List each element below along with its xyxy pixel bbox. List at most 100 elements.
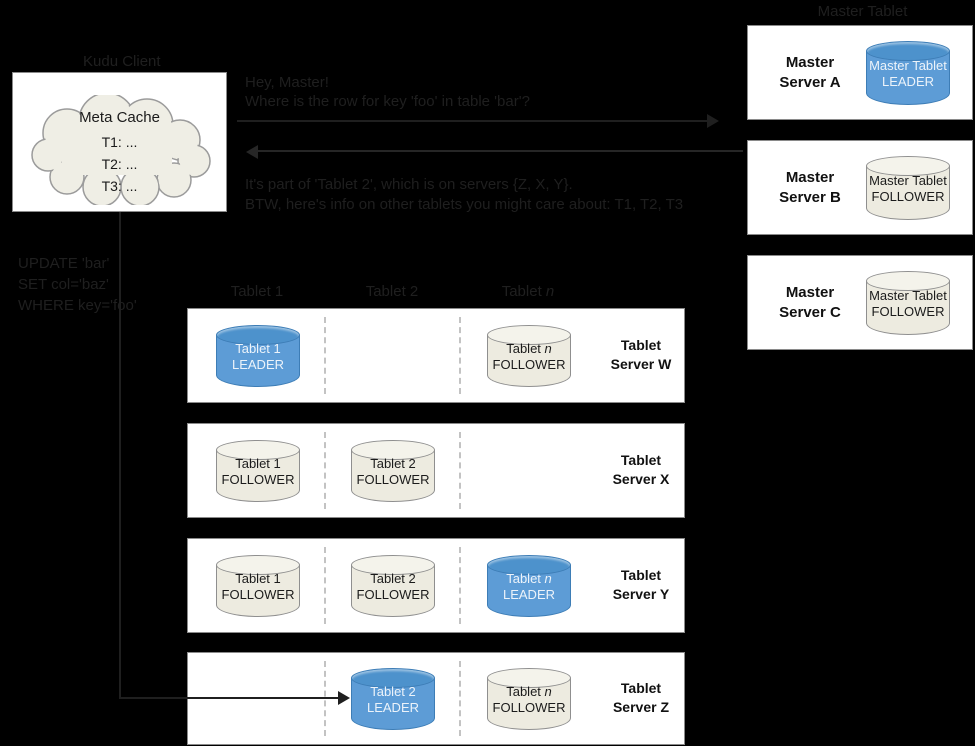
column-header-text: Tablet 2	[365, 283, 419, 300]
server-name-line1: Tablet	[620, 567, 662, 583]
server-name-line2: Server Z	[612, 699, 670, 715]
server-name-line1: Master	[785, 54, 835, 71]
dashed-divider	[324, 317, 326, 394]
tablet-name: Tablet 1	[235, 341, 281, 356]
cylinder-top	[351, 555, 435, 575]
server-name-line2: Server A	[779, 74, 841, 91]
master-tablet-header: Master Tablet	[817, 3, 908, 20]
cylinder-body	[351, 450, 435, 502]
tablet-role: FOLLOWER	[871, 304, 945, 319]
tablet-role: FOLLOWER	[221, 472, 295, 487]
server-name-line2: Server W	[610, 356, 672, 372]
request-arrow-head	[707, 114, 719, 128]
tablet-role: FOLLOWER	[492, 700, 566, 715]
server-name-line1: Tablet	[620, 680, 662, 696]
tablet-name: Tablet 2	[370, 456, 416, 471]
response-line1: It's part of 'Tablet 2', which is on ser…	[245, 176, 573, 193]
tablet-name: Master Tablet	[869, 288, 947, 303]
tablet-role: FOLLOWER	[356, 472, 430, 487]
server-name-line2: Server Y	[612, 586, 670, 602]
server-name-line1: Tablet	[620, 452, 662, 468]
tablet-name: Tablet 2	[370, 571, 416, 586]
cylinder-top	[216, 325, 300, 345]
meta-cache-cloud	[31, 95, 211, 205]
response-line2: BTW, here's info on other tablets you mi…	[245, 196, 684, 213]
response-arrow-line	[258, 150, 743, 152]
tablet-name-italic: n	[544, 571, 552, 586]
client-box: Meta Cache T1: ... T2: ... T3: ...	[12, 72, 227, 212]
update-sql: UPDATE 'bar' SET col='baz' WHERE key='fo…	[18, 255, 137, 314]
tablet-name-italic: n	[544, 341, 552, 356]
column-header-tablet-1: Tablet 1	[217, 283, 297, 300]
tablet-name-italic: n	[544, 684, 552, 699]
request-line2: Where is the row for key 'foo' in table …	[245, 93, 530, 110]
request-arrow-line	[237, 120, 707, 122]
cylinder-top	[351, 440, 435, 460]
tablet-name: Tablet	[506, 341, 545, 356]
tablet-role: FOLLOWER	[492, 357, 566, 372]
response-arrow-head	[246, 145, 258, 159]
tablet-name: Master Tablet	[869, 58, 947, 73]
dashed-divider	[324, 432, 326, 509]
cylinder-top	[866, 41, 950, 61]
tablet-name: Tablet	[506, 571, 545, 586]
column-header-tablet-2: Tablet 2	[352, 283, 432, 300]
dashed-divider	[459, 661, 461, 736]
tablet-role: FOLLOWER	[356, 587, 430, 602]
cylinder-top	[487, 668, 571, 688]
cylinder-top	[216, 555, 300, 575]
tablet-role: LEADER	[881, 74, 935, 89]
column-header-text: Tablet	[501, 283, 546, 300]
update-arrow-vertical	[119, 212, 121, 699]
tablet-name: Tablet 1	[235, 456, 281, 471]
update-arrow-line	[119, 697, 341, 699]
client-title: Kudu Client	[83, 53, 161, 70]
server-name-line2: Server C	[779, 304, 841, 321]
cylinder-top	[351, 668, 435, 688]
meta-cache-title: Meta Cache	[79, 109, 160, 126]
meta-cache-entries: T1: ... T2: ... T3: ...	[101, 134, 138, 194]
cylinder-top	[216, 440, 300, 460]
tablet-name: Master Tablet	[869, 173, 947, 188]
server-name-line2: Server B	[779, 189, 841, 206]
cylinder-top	[866, 156, 950, 176]
tablet-role: FOLLOWER	[871, 189, 945, 204]
request-line1: Hey, Master!	[245, 74, 329, 91]
tablet-role: LEADER	[366, 700, 420, 715]
tablet-role: LEADER	[231, 357, 285, 372]
